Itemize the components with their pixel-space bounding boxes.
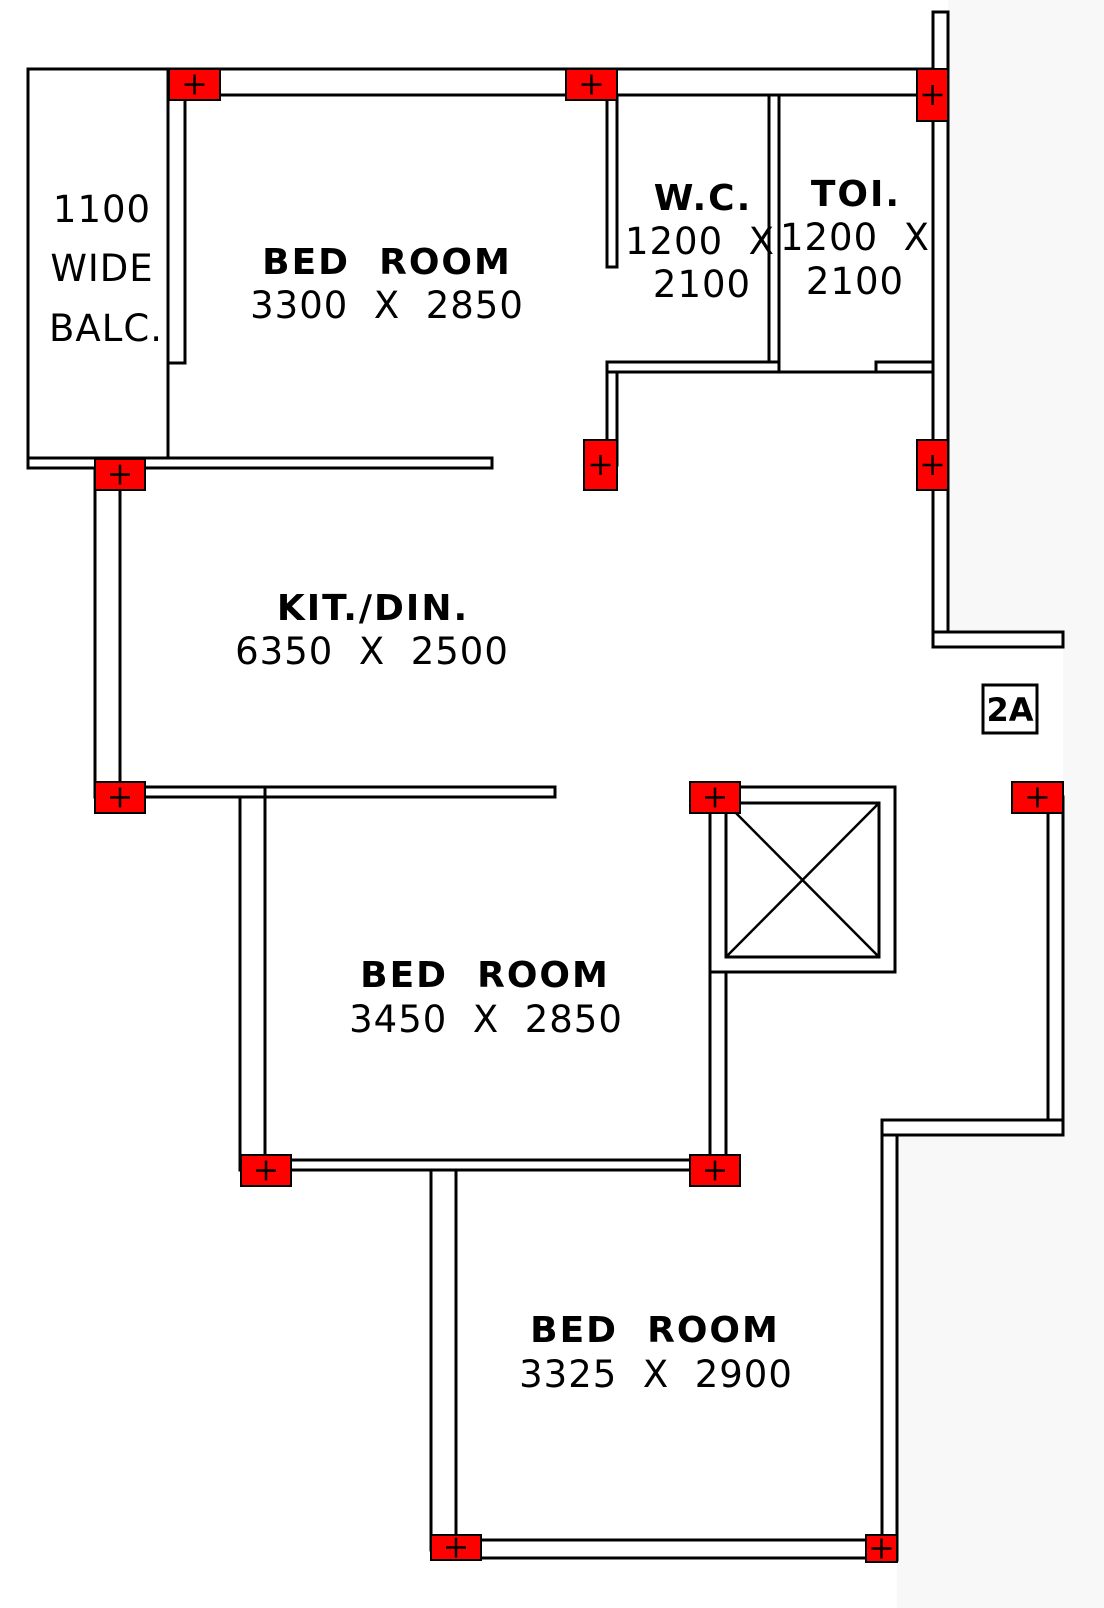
bedroom-1-dims: 3300 X 2850 [250, 284, 524, 327]
wall [874, 360, 935, 374]
wc-dims: 1200 X [625, 220, 775, 263]
column-plus-icon [256, 1160, 276, 1181]
bedroom-1-name: BED ROOM [262, 242, 512, 283]
column [865, 1534, 898, 1563]
wc-dims-2: 2100 [653, 263, 751, 306]
column-plus-icon [110, 787, 130, 808]
columns [94, 68, 1064, 1563]
column-plus-icon [705, 1160, 725, 1181]
balcony-label: WIDE [50, 247, 153, 290]
bedroom-3-name: BED ROOM [530, 1310, 780, 1351]
walls [26, 10, 1065, 1562]
bedroom-2-name: BED ROOM [360, 955, 610, 996]
wall [26, 456, 494, 470]
column [240, 1154, 292, 1187]
balcony-label: BALC. [49, 307, 163, 350]
lift-shaft [708, 785, 897, 974]
toilet-dims-2: 2100 [806, 260, 904, 303]
bedroom-3-dims: 3325 X 2900 [519, 1353, 793, 1396]
column-plus-icon [871, 1538, 892, 1559]
unit-tag-box [981, 683, 1039, 735]
column [583, 439, 618, 491]
wall [931, 630, 1065, 649]
column [689, 781, 741, 814]
toilet-dims: 1200 X [780, 216, 930, 259]
column-plus-icon [1027, 787, 1048, 808]
column [689, 1154, 741, 1187]
wall [263, 1158, 717, 1172]
wall [880, 1118, 1065, 1137]
kitchen-dining-dims: 6350 X 2500 [235, 630, 509, 673]
column [916, 439, 949, 491]
column-plus-icon [110, 464, 130, 485]
wall [166, 93, 187, 365]
wall [263, 785, 557, 799]
wall [93, 466, 122, 799]
kitchen-dining-name: KIT./DIN. [277, 588, 469, 629]
column [1011, 781, 1064, 814]
column-plus-icon [184, 74, 205, 95]
column-plus-icon [922, 455, 943, 475]
wall [605, 93, 619, 269]
balcony-label: 1100 [53, 188, 151, 231]
unit-tag: 2A [986, 691, 1033, 729]
bedroom-2-dims: 3450 X 2850 [349, 998, 623, 1041]
column [94, 781, 146, 814]
wall [454, 1538, 882, 1560]
column-plus-icon [922, 85, 943, 105]
wall [605, 360, 781, 374]
wc-name: W.C. [654, 178, 753, 219]
wall [166, 67, 950, 97]
wall [238, 795, 267, 1172]
column [565, 68, 618, 101]
toilet-name: TOI. [811, 174, 901, 215]
column-plus-icon [446, 1537, 466, 1558]
wall [429, 1168, 458, 1552]
column-plus-icon [581, 74, 602, 95]
column-plus-icon [590, 455, 611, 475]
column [94, 458, 146, 491]
column-plus-icon [705, 787, 725, 808]
column [916, 68, 949, 122]
column [430, 1534, 482, 1561]
floor-area [0, 0, 1063, 1608]
wall [880, 1133, 899, 1562]
wall [1046, 795, 1065, 1137]
column [168, 68, 221, 101]
